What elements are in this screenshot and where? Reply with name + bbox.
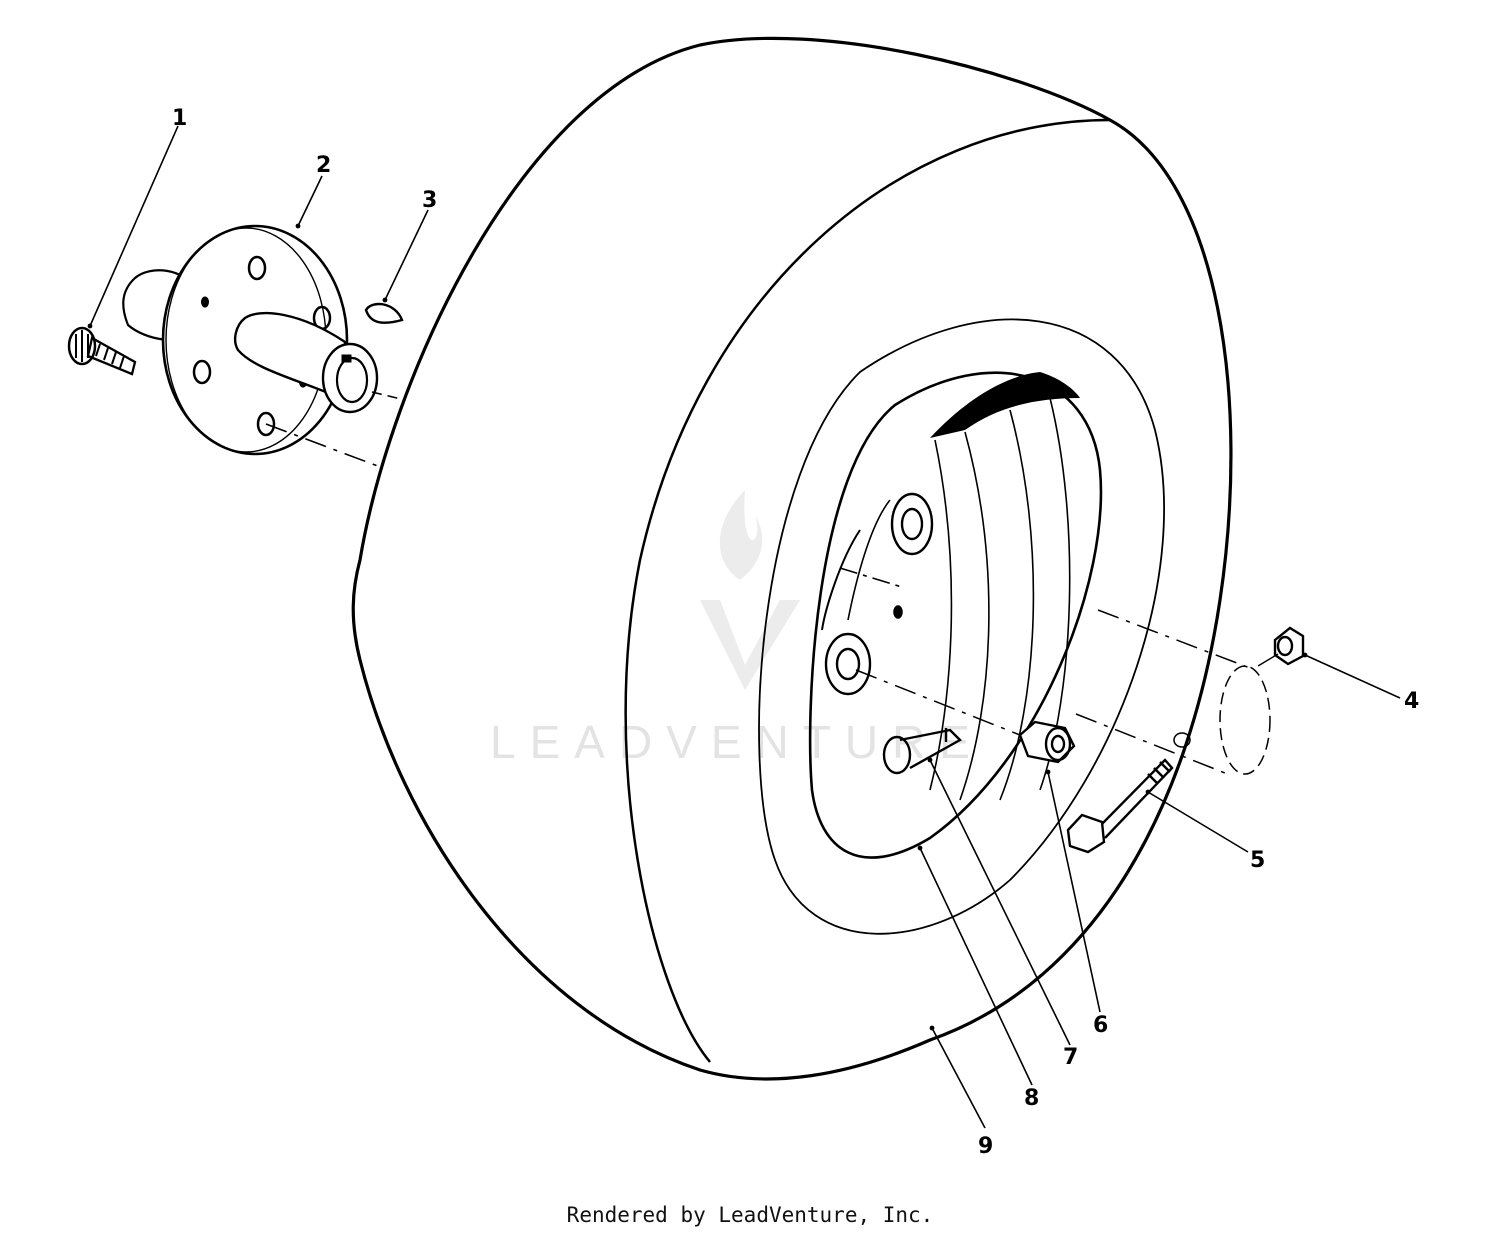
wheel-bolt <box>67 326 137 376</box>
callout-5: 5 <box>1250 848 1265 873</box>
render-credit: Rendered by LeadVenture, Inc. <box>566 1203 934 1227</box>
lug-nut <box>1018 720 1076 764</box>
valve-stem <box>882 728 962 775</box>
watermark-logo <box>700 490 800 690</box>
callout-8: 8 <box>1024 1086 1039 1111</box>
lug-boss-bottom <box>824 632 872 696</box>
hub-front-tube <box>234 311 347 402</box>
rim-outer <box>758 318 1165 935</box>
watermark-text: LEADVENTURE <box>490 716 984 768</box>
tire-inner-profile <box>624 118 1111 1063</box>
lug-boss-top <box>890 492 934 556</box>
tire <box>351 36 1233 1081</box>
rim-inner <box>808 371 1103 859</box>
leader-lines <box>89 125 1401 1129</box>
rim-shadow-band <box>930 372 1080 438</box>
callout-6: 6 <box>1093 1013 1108 1038</box>
callout-9: 9 <box>978 1134 993 1159</box>
lock-nut <box>1273 626 1305 666</box>
hub-alignment-line <box>265 423 384 469</box>
hex-bolt <box>1066 758 1174 854</box>
leader-dots <box>87 223 1308 1031</box>
callout-1: 1 <box>172 106 187 131</box>
tire-outer-outline <box>351 36 1233 1081</box>
axle-phantom <box>1075 609 1271 776</box>
callout-4: 4 <box>1404 689 1419 714</box>
wheel-center <box>821 372 1080 801</box>
callout-2: 2 <box>316 153 331 178</box>
callout-3: 3 <box>422 188 437 213</box>
callout-7: 7 <box>1063 1045 1078 1070</box>
hub-assembly <box>122 224 379 456</box>
woodruff-key <box>364 302 404 324</box>
